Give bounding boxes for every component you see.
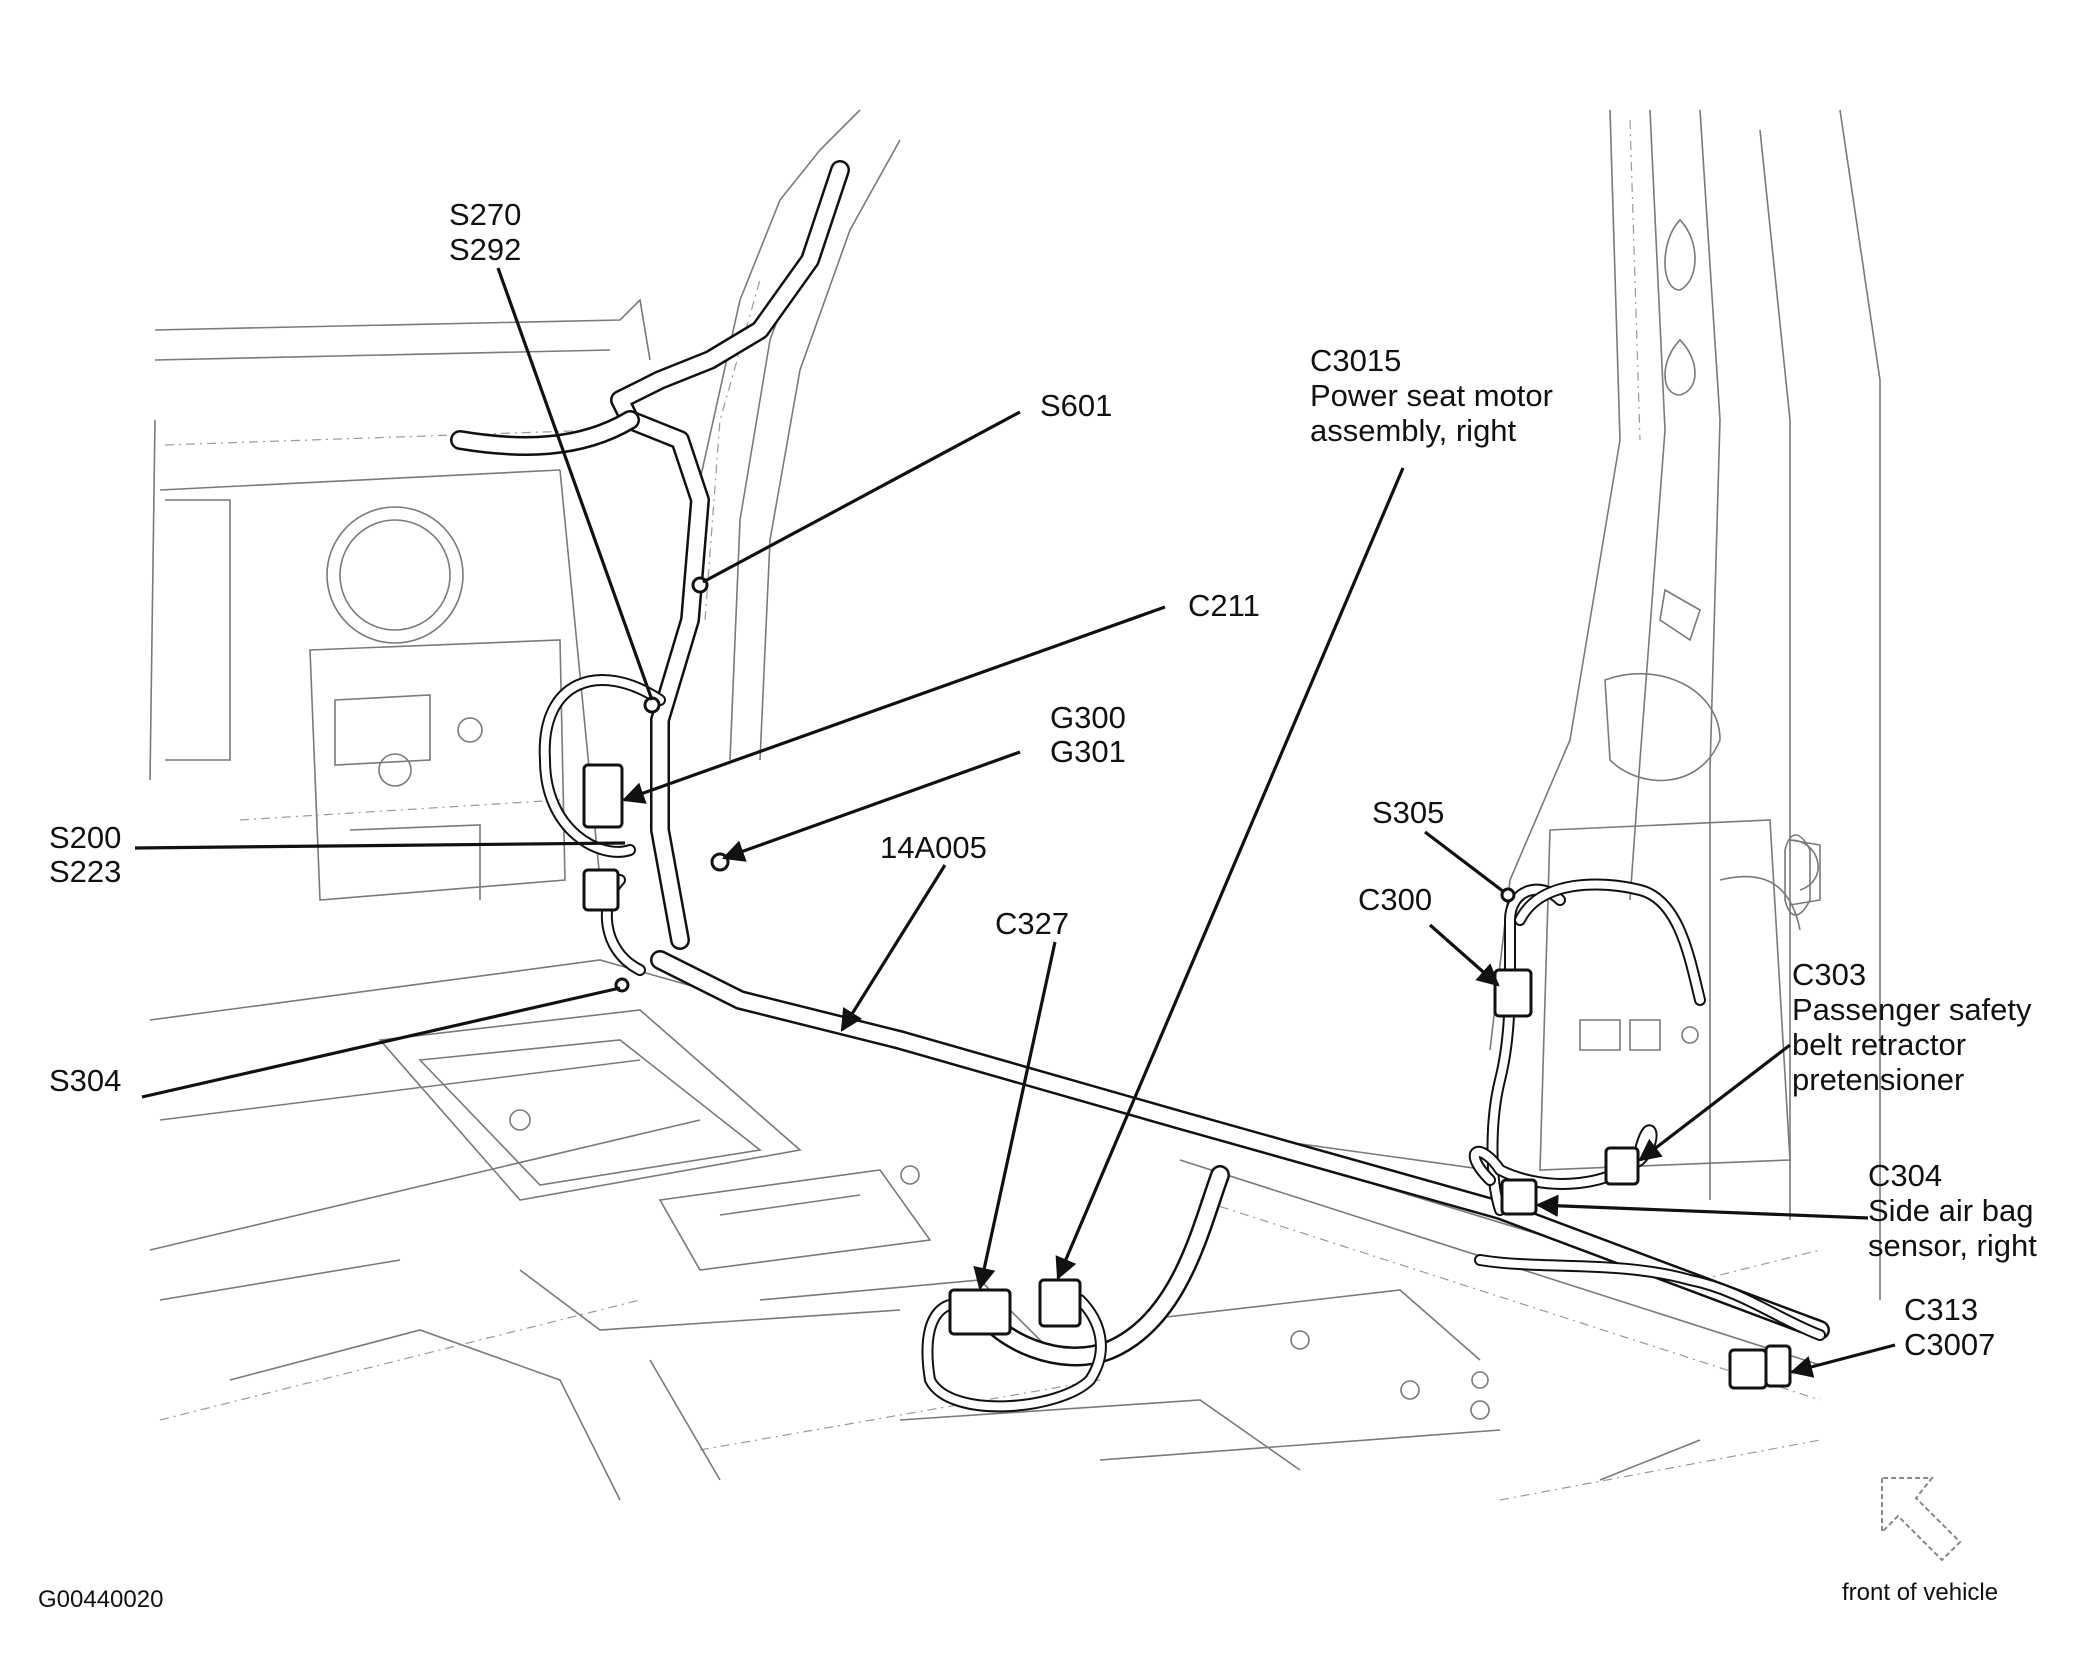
connector-c211 xyxy=(582,763,624,829)
label-c313: C313 xyxy=(1904,1292,1978,1327)
label-s200: S200 xyxy=(49,820,121,855)
leader-s304 xyxy=(141,986,621,1099)
label-c304-desc-1: Side air bag xyxy=(1868,1193,2033,1228)
label-s223: S223 xyxy=(49,854,121,889)
label-c303-desc-1: Passenger safety xyxy=(1792,992,2032,1027)
label-c303: C303 xyxy=(1792,957,1866,992)
leader-s270 xyxy=(496,267,654,701)
label-c304-desc-2: sensor, right xyxy=(1868,1228,2037,1263)
connector-c300 xyxy=(1493,968,1533,1018)
label-14a005: 14A005 xyxy=(880,830,987,865)
leader-c313 xyxy=(1789,1343,1896,1378)
connector-c327 xyxy=(948,1288,1012,1336)
front-of-vehicle-label: front of vehicle xyxy=(1842,1579,1998,1606)
label-s292: S292 xyxy=(449,232,521,267)
connector-c3015 xyxy=(1038,1278,1082,1328)
label-c211: C211 xyxy=(1188,588,1260,623)
label-c303-desc-3: pretensioner xyxy=(1792,1062,1964,1097)
leader-14a005 xyxy=(840,864,947,1032)
leader-lines xyxy=(134,267,1896,1378)
front-of-vehicle-indicator: front of vehicle xyxy=(1842,1477,1998,1606)
splice-s270 xyxy=(643,696,661,714)
leader-s305 xyxy=(1424,830,1505,894)
leader-s200 xyxy=(134,841,626,850)
connectors xyxy=(582,576,1792,1390)
label-c303-desc-2: belt retractor xyxy=(1792,1027,1966,1062)
label-s270: S270 xyxy=(449,197,521,232)
leader-c304 xyxy=(1535,1194,1869,1220)
wiring-harness-14a005 xyxy=(450,160,1830,1413)
front-arrow-icon xyxy=(1881,1477,1962,1562)
leader-s601 xyxy=(702,410,1021,584)
label-c327: C327 xyxy=(995,906,1069,941)
label-s601: S601 xyxy=(1040,388,1112,423)
callout-labels: S270 S292 S601 C211 G300 G301 S200 S223 … xyxy=(49,197,2037,1362)
label-s305: S305 xyxy=(1372,795,1444,830)
leader-c300 xyxy=(1428,923,1500,987)
label-c3007: C3007 xyxy=(1904,1327,1995,1362)
label-g300: G300 xyxy=(1050,700,1126,735)
leader-c211 xyxy=(621,605,1166,804)
connector-c313 xyxy=(1728,1348,1768,1390)
label-c3015: C3015 xyxy=(1310,343,1401,378)
diagram-id: G00440020 xyxy=(38,1586,163,1613)
leader-g300 xyxy=(721,750,1021,862)
label-g301: G301 xyxy=(1050,734,1126,769)
leader-c327 xyxy=(973,941,1057,1291)
leader-c303 xyxy=(1638,1043,1791,1162)
label-s304: S304 xyxy=(49,1063,121,1098)
vehicle-body-line-art xyxy=(149,109,1881,1501)
splice-s305 xyxy=(1500,887,1516,903)
connector-c3007 xyxy=(1764,1344,1792,1388)
connector-c303 xyxy=(1604,1146,1640,1186)
label-c300: C300 xyxy=(1358,882,1432,917)
connector-s200 xyxy=(582,868,620,912)
leader-c3015 xyxy=(1055,467,1405,1281)
label-c3015-desc-2: assembly, right xyxy=(1310,413,1517,448)
label-c304: C304 xyxy=(1868,1158,1942,1193)
label-c3015-desc-1: Power seat motor xyxy=(1310,378,1553,413)
connector-c304 xyxy=(1500,1178,1538,1216)
